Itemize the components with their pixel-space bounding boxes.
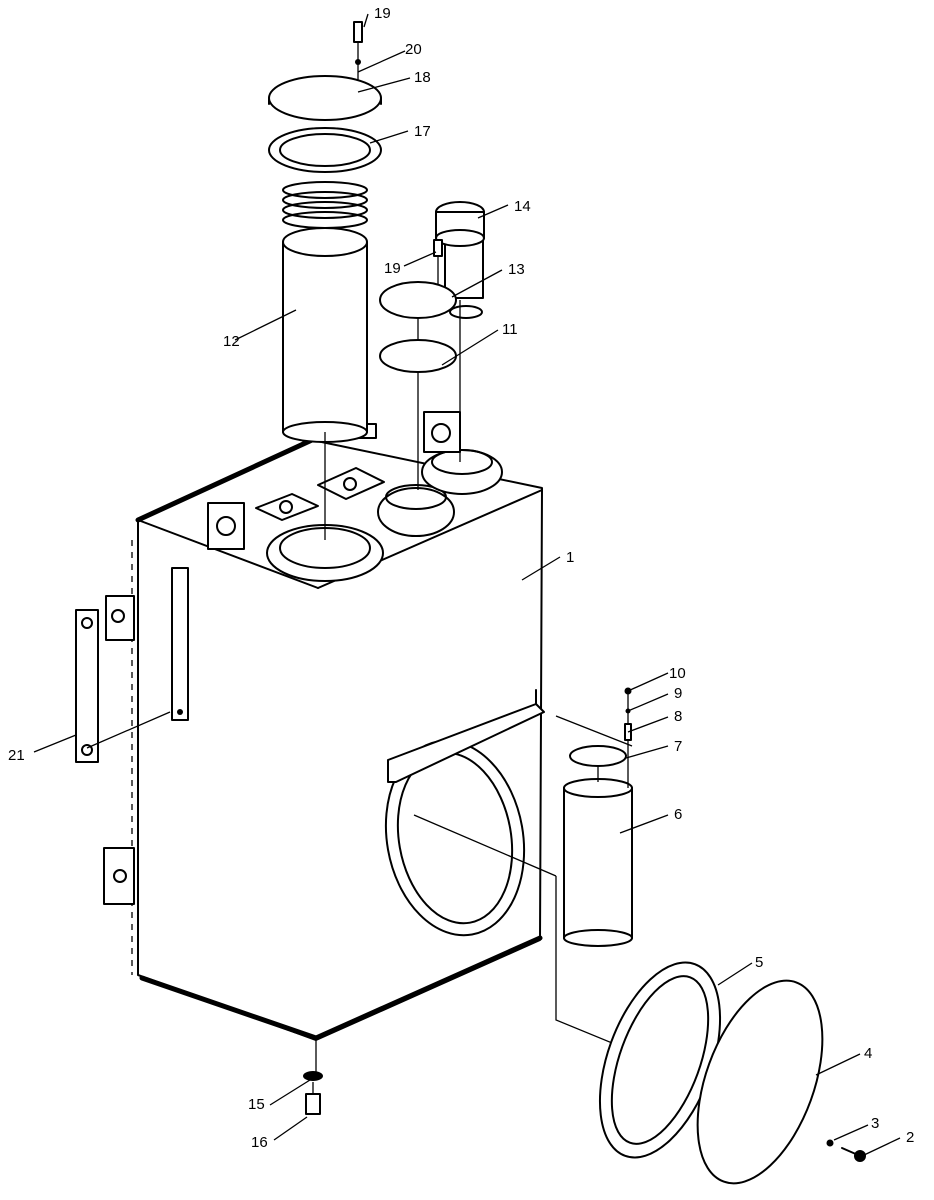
callout-10: 10 [669,665,686,682]
callout-8: 8 [674,708,682,725]
callout-2: 2 [906,1129,914,1146]
callout-19-side: 19 [384,260,401,277]
part-15-seal [303,1071,323,1081]
callout-3: 3 [871,1115,879,1132]
part-11-gasket [379,339,457,373]
part-20-washer [355,59,361,65]
tank-body [103,411,691,1076]
part-17-gasket [268,127,382,173]
part-19-screw-side [433,239,443,290]
callout-18: 18 [414,69,431,86]
callout-21: 21 [8,747,25,764]
lifting-handle [387,689,545,783]
part-7-o-ring [569,745,627,767]
callout-15: 15 [248,1096,265,1113]
callout-labels: 1 2 3 4 5 6 7 8 9 10 11 12 13 14 15 16 1… [8,5,914,1151]
callout-14: 14 [514,198,531,215]
part-4-cover [696,979,824,1185]
callout-4: 4 [864,1045,872,1062]
part-14-breather [435,201,485,299]
callout-13: 13 [508,261,525,278]
callout-5: 5 [755,954,763,971]
callout-7: 7 [674,738,682,755]
side-opening-flange [384,739,526,937]
callout-9: 9 [674,685,682,702]
callout-12: 12 [223,333,240,350]
part-12-filter-element [282,227,368,540]
part-16-drain-plug [305,1082,321,1115]
leader-lines [33,13,901,1157]
callout-11: 11 [502,321,518,338]
spring [282,181,368,229]
callout-6: 6 [674,806,682,823]
part-21-bracket [75,595,171,763]
callout-17: 17 [414,123,431,140]
parts-2-3-bolt [826,1139,866,1162]
callout-20: 20 [405,41,422,58]
part-6-filter [563,778,633,947]
callout-1: 1 [566,549,574,566]
part-18-cover-plate [268,75,382,121]
callout-19-top: 19 [374,5,391,22]
callout-16: 16 [251,1134,268,1151]
